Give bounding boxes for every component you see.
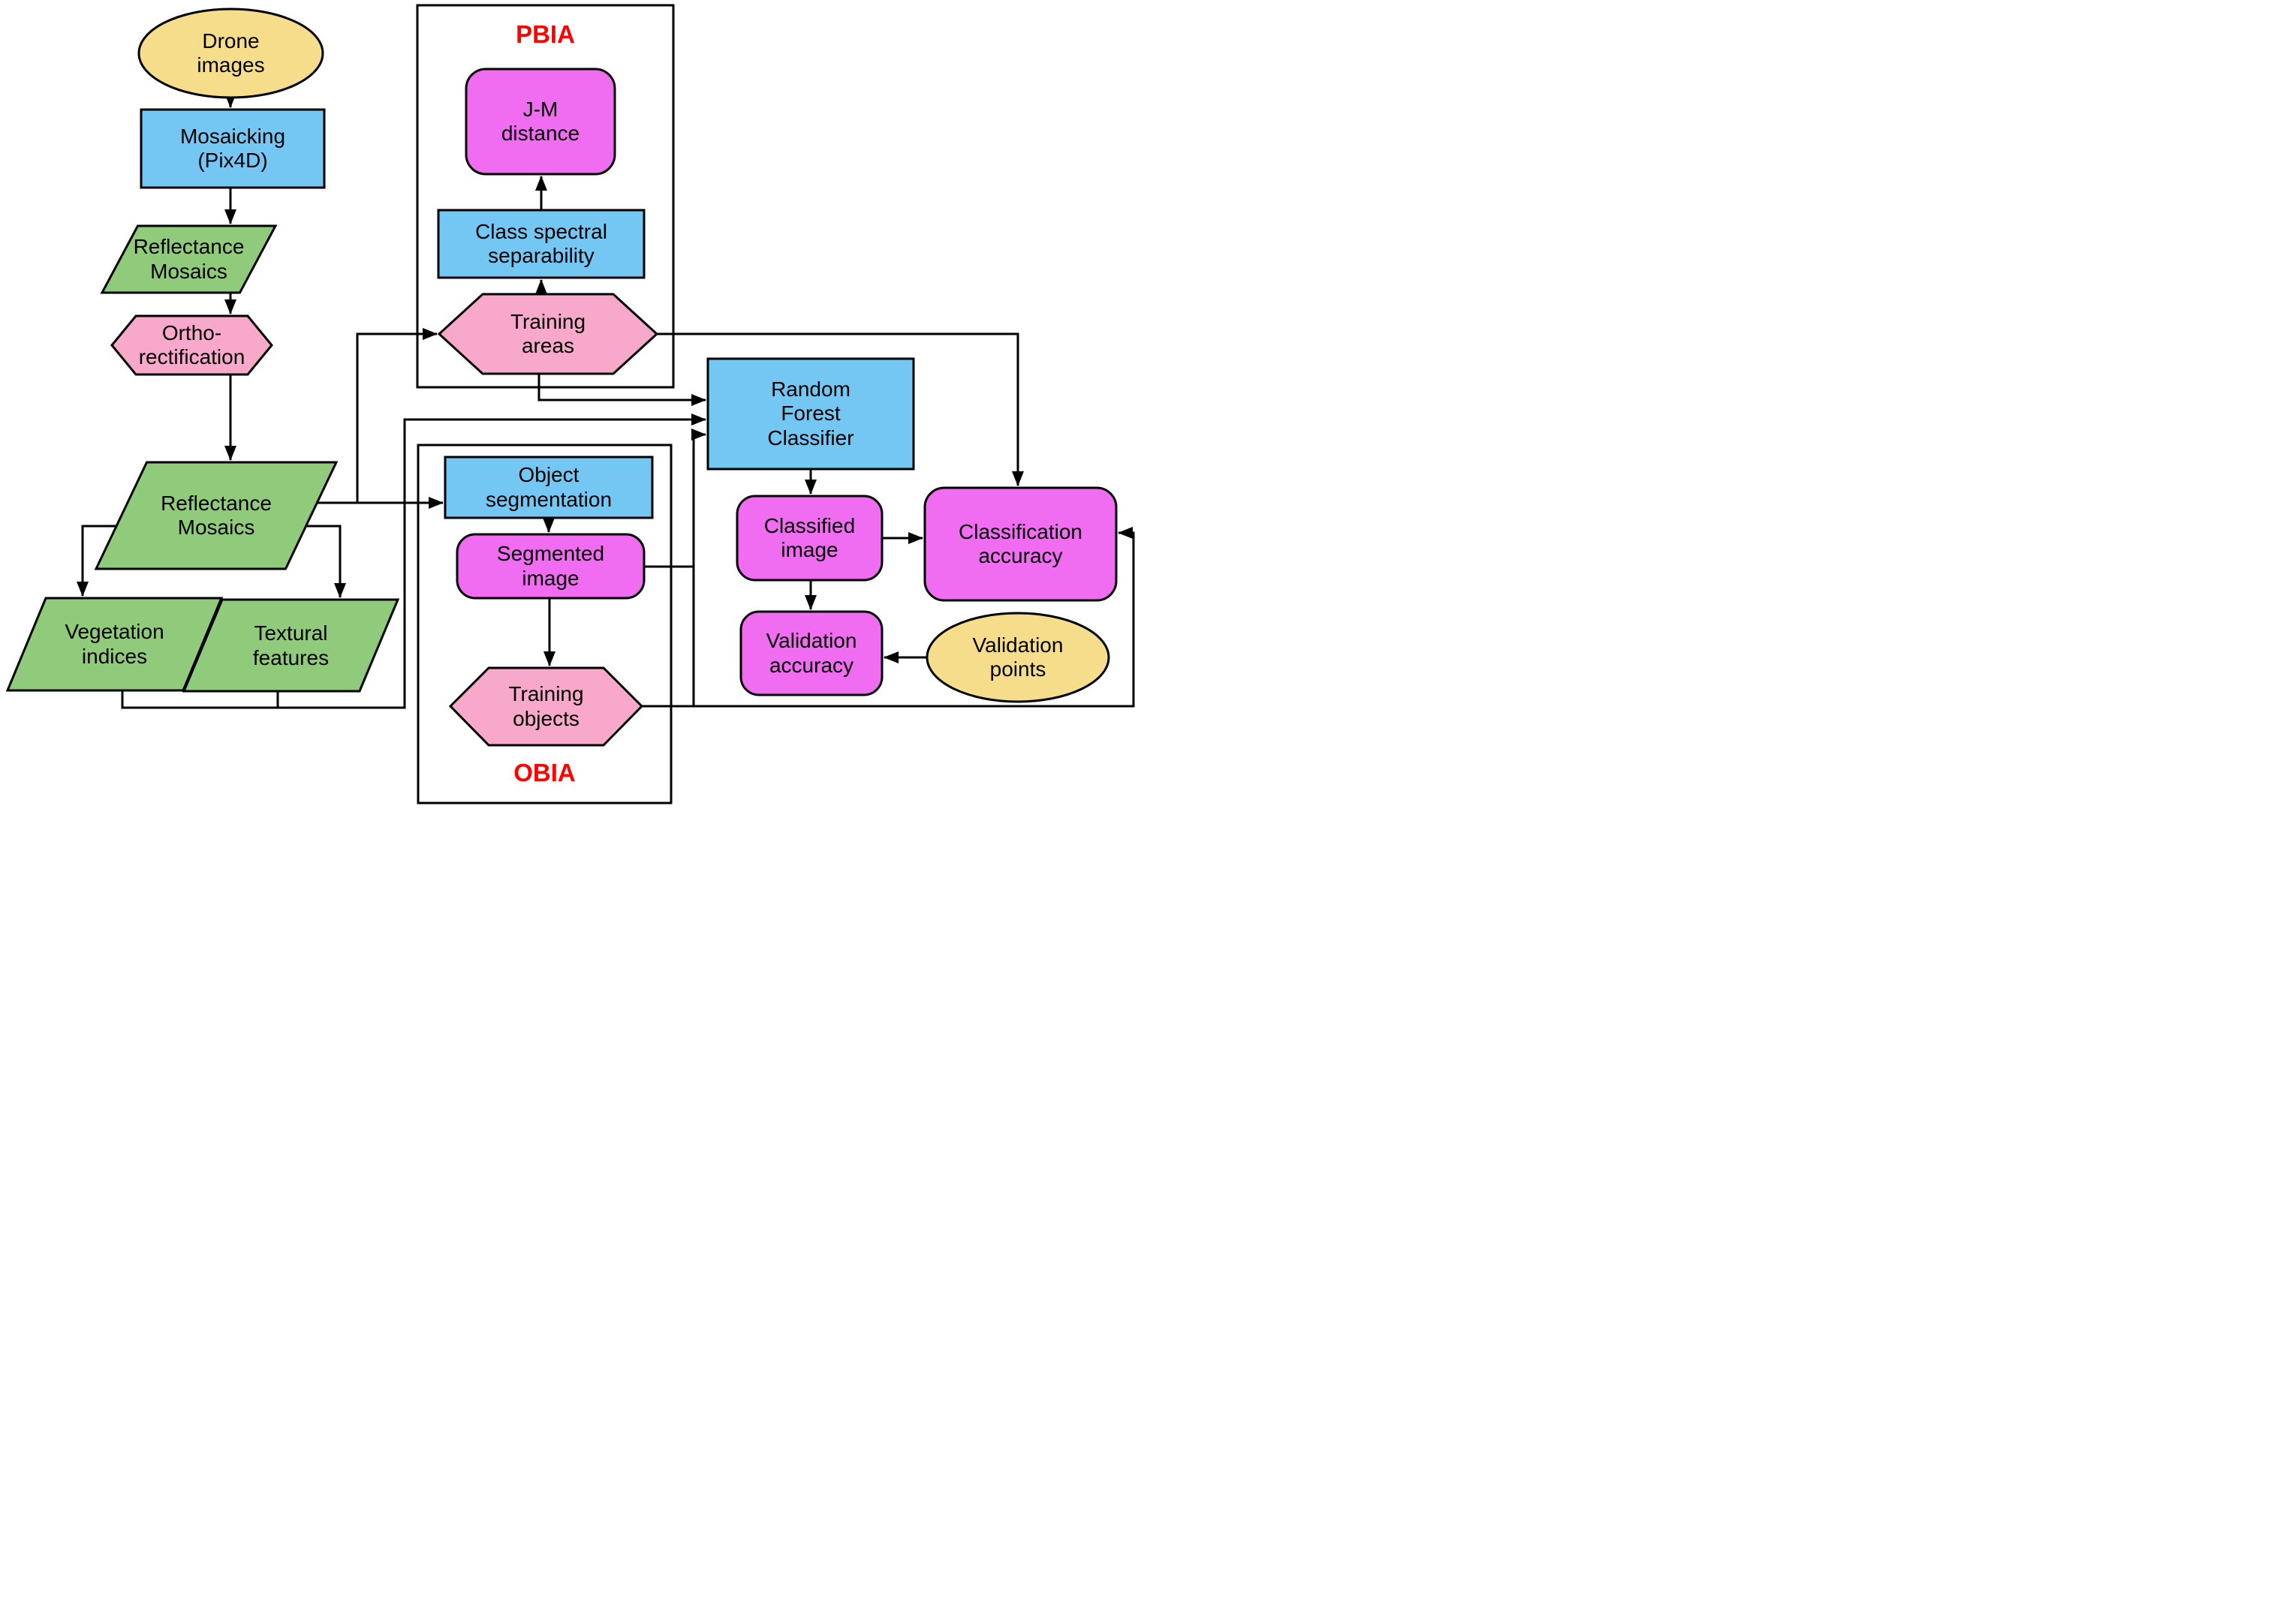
flowchart-canvas: PBIA OBIA Drone images Mosaicking (Pix4D… (0, 0, 1141, 812)
reflectance-mosaics-2-shape (94, 461, 339, 570)
edge-objects-riser-to-rfc (691, 429, 706, 706)
obia-zone-box (417, 444, 673, 804)
orthorectification-shape (110, 314, 273, 376)
validation-accuracy-shape (739, 610, 884, 696)
jm-distance-shape (465, 68, 616, 176)
training-areas-shape (437, 293, 659, 375)
edge-rm2-to-textural-features (306, 525, 346, 598)
pbia-zone-box (416, 4, 675, 389)
validation-points-shape (926, 612, 1110, 703)
textural-features-shape (182, 598, 400, 693)
segmented-image-shape (456, 533, 646, 600)
diagram-graphics (5, 4, 1135, 804)
edge-features-to-rfc (121, 414, 706, 709)
edge-rm2-to-vegetation-indices (77, 525, 116, 597)
object-segmentation-shape (444, 456, 654, 519)
edge-training-areas-to-rfc (537, 373, 706, 406)
classification-accuracy-shape (923, 486, 1118, 602)
edge-training-objects-to-classification-accuracy (642, 527, 1135, 708)
edge-rm2-to-training-areas (356, 328, 438, 503)
classified-image-shape (736, 495, 884, 582)
edge-training-areas-to-classification-accuracy (657, 332, 1024, 486)
random-forest-classifier-shape (706, 357, 915, 471)
class-spectral-separability-shape (437, 209, 646, 279)
mosaicking-shape (140, 108, 326, 189)
drone-images-shape (137, 8, 324, 99)
reflectance-mosaics-1-shape (100, 224, 278, 294)
training-objects-shape (448, 666, 644, 747)
